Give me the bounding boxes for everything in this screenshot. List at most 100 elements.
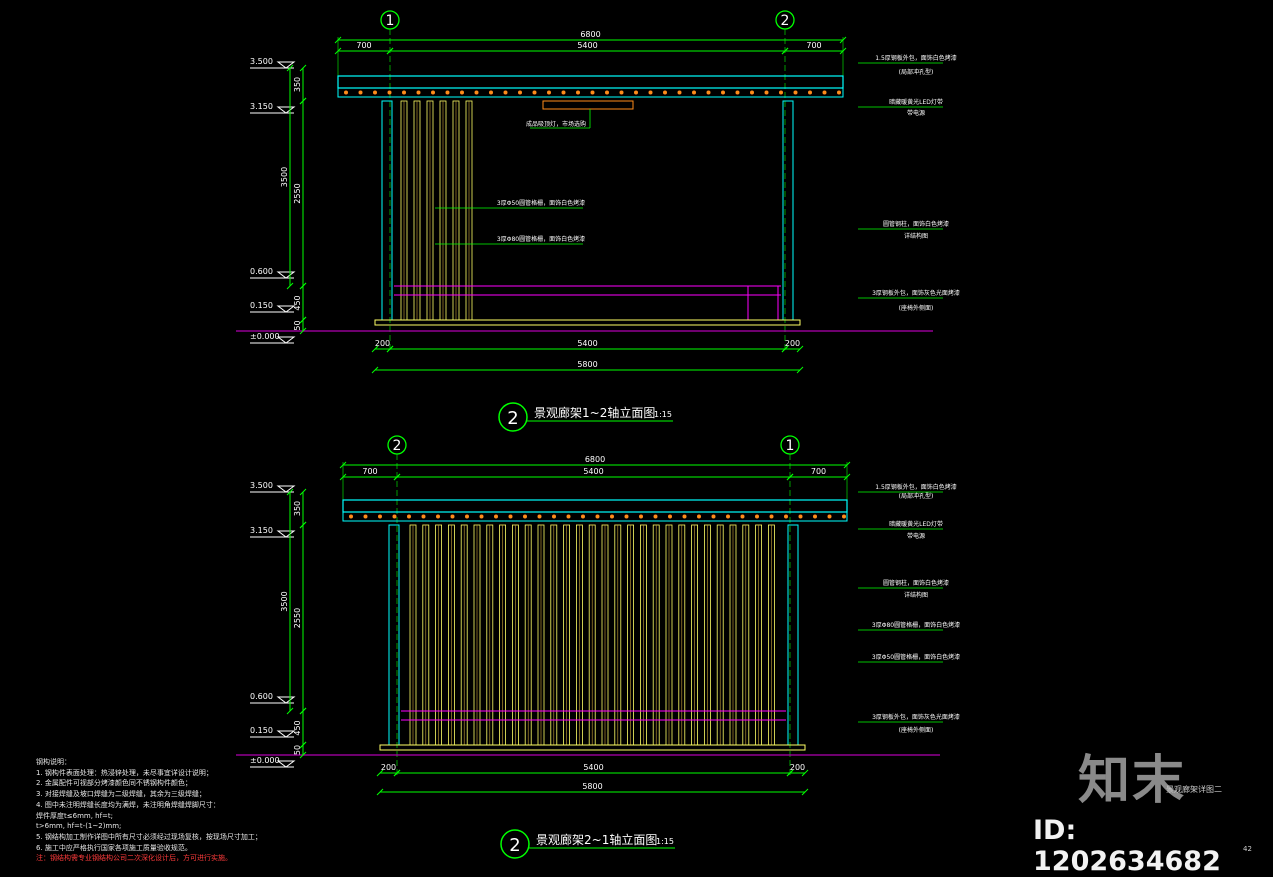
- view-scale: 1:15: [654, 410, 672, 419]
- steel-notes: 钢构说明： 1. 钢构件表面处理：热浸锌处理，未尽事宜详设计说明； 2. 金属配…: [36, 757, 336, 864]
- dim-right-top-label: 700: [806, 41, 821, 50]
- dim-total-top-label: 6800: [580, 30, 600, 39]
- dimension-tick: [796, 345, 804, 353]
- callout-text: (局部冲孔型): [899, 492, 934, 500]
- vdim-mid-label: 2550: [293, 608, 302, 628]
- axis-bubble-left-circle: [380, 10, 400, 30]
- dimension-tick: [299, 707, 307, 715]
- dimension-tick: [286, 282, 294, 290]
- dim-total-top-label: 6800: [585, 455, 605, 464]
- vdim-bench-label: 450: [293, 295, 302, 310]
- callout-text: 3厚钢板外包，面饰灰色光面烤漆: [872, 713, 960, 721]
- title-bubble: [500, 829, 530, 859]
- led-light-point: [344, 90, 348, 95]
- led-light-point: [769, 514, 774, 519]
- dim-mid-bot-label: 5400: [583, 763, 603, 772]
- view-title: 景观廊架2~1轴立面图: [536, 832, 657, 847]
- level-mark-5-marker: [276, 336, 296, 344]
- dimension-tick: [299, 316, 307, 324]
- led-light-point: [842, 514, 846, 519]
- dimension-tick: [299, 751, 307, 759]
- column-right: [787, 524, 799, 746]
- dim-mid-top-label: 5400: [577, 41, 597, 50]
- led-light-point: [547, 90, 551, 95]
- dimension-tick: [299, 64, 307, 72]
- led-light-point: [508, 514, 513, 519]
- axis-bubble-right-label: 1: [786, 438, 795, 454]
- level-mark-4-marker: [276, 305, 296, 313]
- led-light-point: [605, 90, 609, 95]
- led-light-point: [822, 90, 827, 95]
- led-light-point: [532, 90, 537, 95]
- dimension-tick: [286, 488, 294, 496]
- vdim-roof-label: 350: [293, 501, 302, 516]
- led-light-point: [349, 514, 353, 519]
- led-light-point: [798, 514, 803, 519]
- led-light-point: [595, 514, 600, 519]
- led-light-point: [711, 514, 716, 519]
- level-mark-5-marker: [276, 760, 296, 768]
- led-light-point: [431, 90, 435, 95]
- vdim-mid-label: 2550: [293, 183, 302, 203]
- steel-notes-heading: 钢构说明：: [36, 758, 71, 766]
- level-mark-5-value: ±0.000: [250, 332, 280, 341]
- dimension-tick: [299, 282, 307, 290]
- level-mark-3-marker: [276, 271, 296, 279]
- led-light-point: [576, 90, 580, 95]
- led-light-point: [489, 90, 493, 95]
- dimension-tick: [376, 788, 384, 796]
- level-mark-3-value: 0.600: [250, 692, 273, 701]
- led-light-point: [450, 514, 455, 519]
- dim-right-top-label: 700: [811, 467, 826, 476]
- led-light-point: [436, 514, 440, 519]
- led-light-point: [523, 514, 527, 519]
- steel-note-5: 焊件厚度t≤6mm, hf=t;: [36, 811, 114, 820]
- column-left: [388, 524, 400, 746]
- dimension-tick: [393, 769, 401, 777]
- base-plate: [379, 744, 806, 751]
- steel-note-7: 5. 钢结构加工制作详图中所有尺寸必须经过现场复核，按现场尺寸加工；: [36, 832, 262, 841]
- dim-left-bot-label: 200: [375, 339, 390, 348]
- dimension-tick: [299, 327, 307, 335]
- led-light-point: [764, 90, 769, 95]
- column-right: [782, 100, 794, 321]
- led-light-point: [503, 90, 508, 95]
- view-title: 景观廊架1~2轴立面图: [534, 405, 655, 420]
- led-light-point: [779, 90, 783, 95]
- watermark-logo-sub: 景观廊架详图二: [1166, 785, 1222, 794]
- led-light-point: [634, 90, 638, 95]
- level-mark-4-value: 0.150: [250, 726, 273, 735]
- led-light-point: [610, 514, 614, 519]
- led-light-point: [479, 514, 484, 519]
- level-mark-4-value: 0.150: [250, 301, 273, 310]
- led-light-point: [668, 514, 672, 519]
- dimension-tick: [371, 345, 379, 353]
- dim-right-bot-label: 200: [790, 763, 805, 772]
- level-mark-2-marker: [276, 106, 296, 114]
- led-light-point: [793, 90, 798, 95]
- led-light-point: [726, 514, 730, 519]
- ceiling-lamp: [542, 100, 634, 110]
- steel-note-3: 3. 对接焊缝及坡口焊缝为二级焊缝，其余为三级焊缝；: [36, 790, 206, 799]
- axis-bubble-left-circle: [387, 435, 407, 455]
- callout-text: 暗藏暖黄光LED灯带: [889, 520, 943, 528]
- watermark-id: ID: 1202634682: [1033, 815, 1221, 877]
- callout-text: 3厚Φ50圆管格栅，面饰白色烤漆: [497, 199, 585, 207]
- base-plate: [374, 319, 801, 326]
- dimension-tick: [393, 473, 401, 481]
- dimension-tick: [286, 707, 294, 715]
- dimension-tick: [376, 769, 384, 777]
- dimension-tick: [299, 97, 307, 105]
- dimension-tick: [371, 366, 379, 374]
- dimension-tick: [386, 47, 394, 55]
- callout-text: (座椅外侧面): [899, 304, 934, 312]
- dimension-tick: [786, 769, 794, 777]
- callout-text: 3厚Φ80圆管格栅，面饰白色烤漆: [872, 621, 960, 629]
- led-light-point: [465, 514, 469, 519]
- roof-fascia: [337, 87, 844, 98]
- vdim-bench-label: 450: [293, 720, 302, 735]
- callout-text: (座椅外侧面): [899, 726, 934, 734]
